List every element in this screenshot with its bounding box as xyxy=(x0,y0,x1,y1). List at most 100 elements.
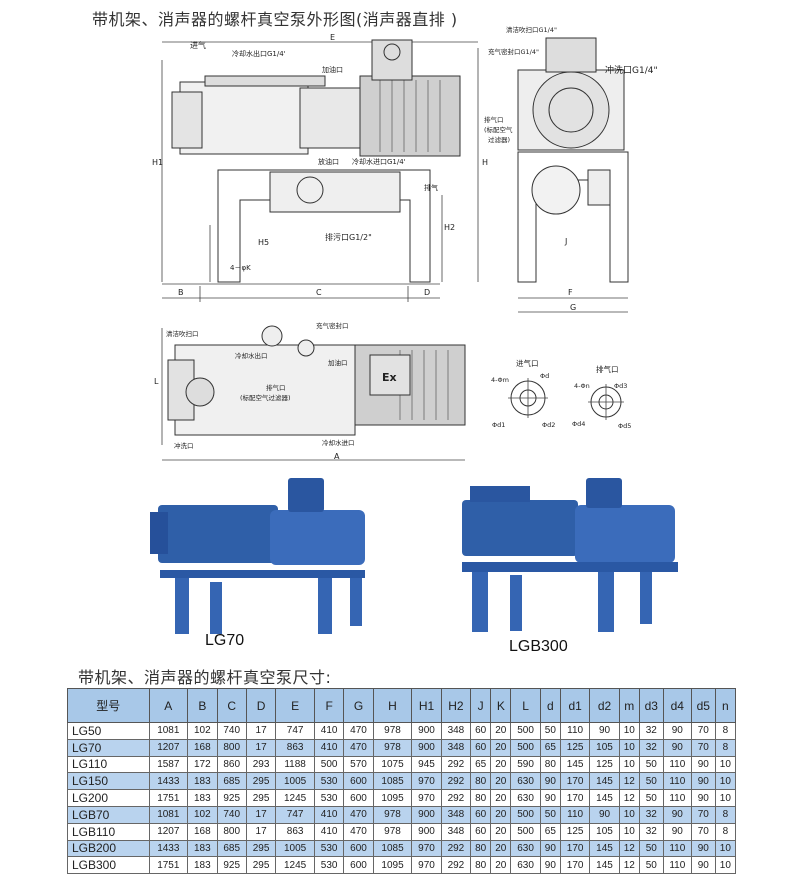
table-cell: 900 xyxy=(411,822,442,841)
table-cell: 10 xyxy=(618,738,640,757)
table-cell: 860 xyxy=(216,755,247,774)
table-cell: 125 xyxy=(589,755,620,774)
table-cell: 900 xyxy=(411,805,442,824)
table-cell: 8 xyxy=(714,738,737,757)
table-cell: 80 xyxy=(470,839,492,858)
outlet-label-d3: Φd3 xyxy=(614,382,627,390)
table-cell: 292 xyxy=(440,839,472,858)
table-cell: 170 xyxy=(559,789,591,807)
label-bolt: 4－φK xyxy=(230,264,251,272)
column-header: d3 xyxy=(638,688,664,723)
table-cell: 8 xyxy=(714,822,737,841)
table-cell: 65 xyxy=(539,738,561,757)
table-cell: 1081 xyxy=(148,722,189,740)
table-cell: 17 xyxy=(245,822,277,841)
inlet-label-d: Φd xyxy=(540,372,549,380)
table-cell: 978 xyxy=(372,738,413,757)
table-cell: 348 xyxy=(440,722,472,740)
table-cell: 10 xyxy=(714,772,737,791)
table-cell: 1095 xyxy=(372,856,413,874)
dim-G: G xyxy=(570,303,576,312)
table-cell: 110 xyxy=(662,772,692,791)
table-cell: 90 xyxy=(662,805,692,824)
model-cell: LGB300 xyxy=(67,856,150,874)
table-cell: 1081 xyxy=(148,805,189,824)
column-header: K xyxy=(490,688,512,723)
table-cell: 170 xyxy=(559,772,591,791)
column-header: E xyxy=(275,688,315,723)
flange-details: 进气口 4-Φm Φd Φd1 Φd2 排气口 4-Φn Φd3 Φd4 Φd5 xyxy=(491,358,631,430)
table-cell: 102 xyxy=(187,805,218,824)
table-cell: 90 xyxy=(589,805,620,824)
table-cell: 20 xyxy=(490,772,512,791)
table-cell: 863 xyxy=(275,822,315,841)
table-cell: 60 xyxy=(470,805,492,824)
column-header: J xyxy=(470,688,492,723)
table-cell: 12 xyxy=(618,839,640,858)
table-cell: 1188 xyxy=(275,755,315,774)
table-cell: 978 xyxy=(372,722,413,740)
dim-A: A xyxy=(334,452,340,461)
table-cell: 17 xyxy=(245,805,277,824)
table-cell: 1207 xyxy=(148,822,189,841)
table-cell: 10 xyxy=(714,856,737,874)
caption-lgb300: LGB300 xyxy=(509,638,568,655)
table-cell: 348 xyxy=(440,822,472,841)
column-header: m xyxy=(618,688,640,723)
table-cell: 50 xyxy=(638,772,664,791)
dim-C: C xyxy=(316,288,322,297)
table-cell: 110 xyxy=(662,839,692,858)
table-cell: 90 xyxy=(539,856,561,874)
table-cell: 978 xyxy=(372,805,413,824)
table-cell: 295 xyxy=(245,839,277,858)
table-cell: 70 xyxy=(690,722,716,740)
table-cell: 348 xyxy=(440,738,472,757)
label-top-purge: 清洁吹扫口 xyxy=(166,329,199,338)
inlet-label-d1: Φd1 xyxy=(492,421,505,429)
model-cell: LGB110 xyxy=(67,822,150,841)
table-cell: 530 xyxy=(313,856,345,874)
table-cell: 50 xyxy=(638,789,664,807)
table-cell: 970 xyxy=(411,856,442,874)
table-cell: 12 xyxy=(618,789,640,807)
table-cell: 172 xyxy=(187,755,218,774)
table-cell: 32 xyxy=(638,822,664,841)
table-cell: 168 xyxy=(187,738,218,757)
table-cell: 292 xyxy=(440,856,472,874)
table-cell: 183 xyxy=(187,772,218,791)
table-cell: 900 xyxy=(411,722,442,740)
table-cell: 747 xyxy=(275,805,315,824)
table-cell: 168 xyxy=(187,822,218,841)
label-drain: 排污口G1/2" xyxy=(325,232,372,242)
table-cell: 600 xyxy=(343,772,374,791)
table-cell: 90 xyxy=(690,755,716,774)
column-header: n xyxy=(714,688,737,723)
label-top-filter: (标配空气过滤器) xyxy=(240,393,291,402)
table-cell: 90 xyxy=(589,722,620,740)
table-cell: 1207 xyxy=(148,738,189,757)
column-header: H1 xyxy=(411,688,442,723)
dim-H1: H1 xyxy=(152,158,163,167)
table-cell: 65 xyxy=(539,822,561,841)
table-cell: 110 xyxy=(662,789,692,807)
table-cell: 970 xyxy=(411,772,442,791)
table-cell: 295 xyxy=(245,789,277,807)
table-cell: 295 xyxy=(245,856,277,874)
table-cell: 125 xyxy=(559,738,591,757)
table-cell: 800 xyxy=(216,738,247,757)
dim-H5: H5 xyxy=(258,238,269,247)
dim-L: L xyxy=(154,377,159,386)
table-cell: 70 xyxy=(690,738,716,757)
table-cell: 90 xyxy=(539,772,561,791)
table-cell: 50 xyxy=(539,805,561,824)
table-cell: 600 xyxy=(343,839,374,858)
table-cell: 90 xyxy=(690,839,716,858)
table-cell: 110 xyxy=(662,755,692,774)
table-cell: 530 xyxy=(313,789,345,807)
table-cell: 10 xyxy=(618,722,640,740)
